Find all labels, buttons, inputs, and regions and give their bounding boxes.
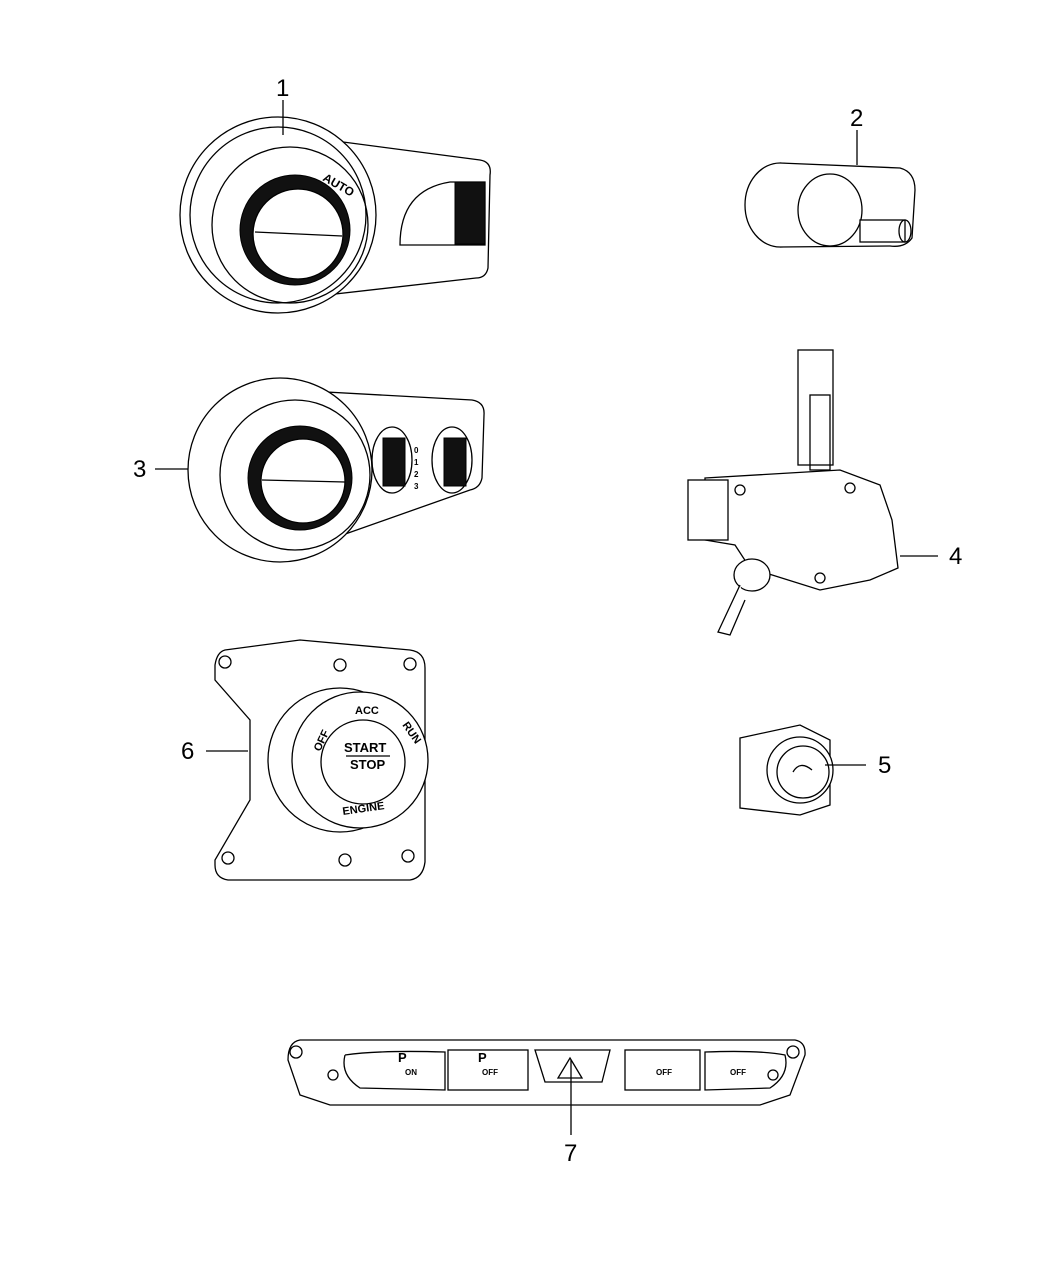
callout-1: 1 (276, 75, 289, 102)
part-6-ignition-switch: ACC RUN OFF ENGINE START STOP 6 (181, 639, 429, 881)
part-7-switch-bank: P ON P OFF OFF OFF 7 (287, 1039, 806, 1167)
hazard-icon (556, 1056, 584, 1079)
button-label: OFF (482, 1068, 498, 1077)
switch-bank-labels: P ON P OFF OFF OFF (398, 1050, 746, 1077)
dimmer-mark: 1 (414, 458, 419, 467)
park-assist-icon: P (398, 1050, 407, 1065)
part-2-switch: 2 (744, 105, 916, 248)
dimmer-mark: 0 (414, 446, 419, 455)
callout-3: 3 (133, 456, 146, 483)
part-1-headlamp-switch: AUTO 1 (179, 75, 491, 314)
park-sense-icon: P (478, 1050, 487, 1065)
dimmer-marks: 0 1 2 3 (414, 446, 419, 491)
acc-label: ACC (355, 705, 379, 717)
stop-label: STOP (350, 757, 385, 772)
part-3-headlamp-switch-dimmer: 0 1 2 3 3 (133, 377, 485, 563)
dimmer-mark: 3 (414, 482, 419, 491)
part-5-switch: 5 (739, 724, 891, 816)
button-label: ON (405, 1068, 417, 1077)
callout-5: 5 (878, 752, 891, 779)
start-label: START (344, 740, 386, 755)
button-label: OFF (656, 1068, 672, 1077)
dimmer-mark: 2 (414, 470, 419, 479)
callout-4: 4 (949, 543, 962, 570)
callout-7: 7 (564, 1140, 577, 1167)
trunk-icon (792, 764, 813, 773)
button-label: OFF (730, 1068, 746, 1077)
engine-label: ENGINE (342, 800, 385, 818)
part-4-actuator: 4 (687, 349, 962, 636)
callout-6: 6 (181, 738, 194, 765)
callout-2: 2 (850, 105, 863, 132)
